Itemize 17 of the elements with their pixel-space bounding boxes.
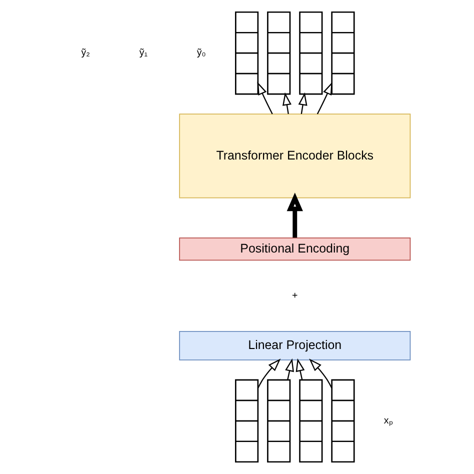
arrow: [285, 358, 294, 380]
arrow: [282, 92, 292, 114]
label: ỹ₀: [196, 48, 206, 59]
arrow: [286, 192, 303, 238]
label: +: [292, 290, 298, 302]
node-box: Transformer Encoder Blocks: [179, 114, 411, 198]
arrow: [309, 358, 332, 388]
node-box: Linear Projection: [179, 330, 411, 360]
arrow: [257, 82, 273, 114]
arrow: [296, 358, 305, 380]
label: ỹ₁: [139, 48, 148, 59]
label: xₚ: [384, 415, 393, 426]
label: ỹ₂: [81, 48, 90, 59]
arrow: [298, 92, 308, 114]
node-box: Positional Encoding: [179, 237, 411, 261]
arrow: [258, 358, 281, 388]
arrow: [316, 82, 332, 114]
